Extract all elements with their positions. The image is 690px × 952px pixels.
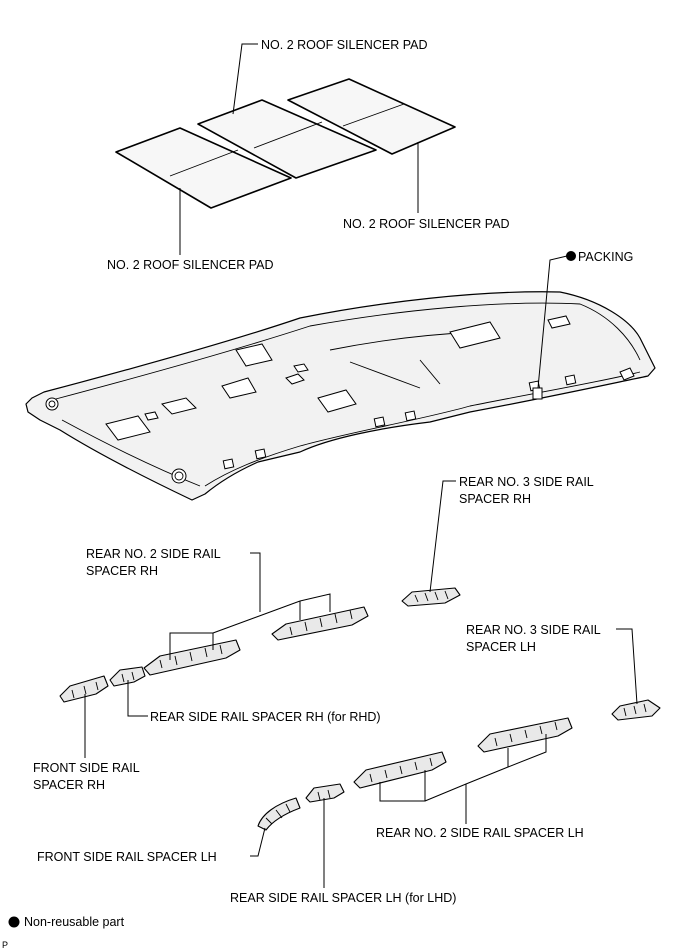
corner-mark: P <box>2 940 8 950</box>
rear-no2-side-rail-spacer-rh-rear-piece <box>271 606 369 641</box>
packing-leader <box>537 255 568 389</box>
label-rear-lh-lhd: REAR SIDE RAIL SPACER LH (for LHD) <box>230 891 456 905</box>
front-side-rail-spacer-rh <box>59 675 109 703</box>
pad-top-leader <box>232 43 258 115</box>
rear-no3-lh-leader <box>616 628 638 705</box>
front-lh-leader <box>250 827 266 857</box>
rear-no3-rh-leader <box>429 480 456 593</box>
roof-silencer-pads <box>115 78 456 209</box>
headliner-cutouts <box>105 315 635 441</box>
label-rear3-lh-line2: SPACER LH <box>466 640 536 654</box>
rear-no2-side-rail-spacer-lh-front-piece <box>353 751 447 789</box>
non-reusable-marker-legend <box>8 916 20 928</box>
headliner-hole-front <box>45 397 59 411</box>
rear-no2-side-rail-spacer-lh-rear-piece <box>477 717 573 753</box>
rear-rh-rhd-leader <box>127 680 148 717</box>
packing-block <box>532 387 543 400</box>
roof-silencer-pad-middle <box>197 99 377 179</box>
roof-silencer-pad-left <box>115 127 292 209</box>
label-pad-right: NO. 2 ROOF SILENCER PAD <box>343 217 509 231</box>
rear-side-rail-spacer-lh-lhd <box>305 783 345 803</box>
label-rear3-rh-line2: SPACER RH <box>459 492 531 506</box>
rear-no2-side-rail-spacer-rh-front-piece <box>143 639 241 676</box>
label-pad-top: NO. 2 ROOF SILENCER PAD <box>261 38 427 52</box>
legend: Non-reusable part <box>8 915 125 929</box>
rear-no2-lh-leader <box>379 734 547 824</box>
label-pad-left: NO. 2 ROOF SILENCER PAD <box>107 258 273 272</box>
rear-side-rail-spacer-rh-rhd <box>109 666 146 687</box>
rear-no3-side-rail-spacer-rh <box>401 587 461 607</box>
rear-no3-side-rail-spacer-lh <box>611 699 661 721</box>
label-front-rh-line2: SPACER RH <box>33 778 105 792</box>
label-rear2-rh-line2: SPACER RH <box>86 564 158 578</box>
roof-silencer-pad-right <box>287 78 456 155</box>
label-rear3-lh-line1: REAR NO. 3 SIDE RAIL <box>466 623 601 637</box>
label-packing: PACKING <box>578 250 633 264</box>
label-front-lh: FRONT SIDE RAIL SPACER LH <box>37 850 217 864</box>
label-rear-rh-rhd: REAR SIDE RAIL SPACER RH (for RHD) <box>150 710 381 724</box>
front-side-rail-spacer-lh <box>257 797 301 831</box>
label-rear3-rh-line1: REAR NO. 3 SIDE RAIL <box>459 475 594 489</box>
label-rear2-lh: REAR NO. 2 SIDE RAIL SPACER LH <box>376 826 584 840</box>
rear-no2-rh-leader <box>169 552 331 660</box>
legend-non-reusable: Non-reusable part <box>24 915 125 929</box>
headliner-clips <box>222 374 577 470</box>
roof-headliner <box>25 291 656 501</box>
label-rear2-rh-line1: REAR NO. 2 SIDE RAIL <box>86 547 221 561</box>
headliner-hole-rear <box>171 468 187 484</box>
non-reusable-marker-packing <box>566 251 576 261</box>
label-front-rh-line1: FRONT SIDE RAIL <box>33 761 140 775</box>
